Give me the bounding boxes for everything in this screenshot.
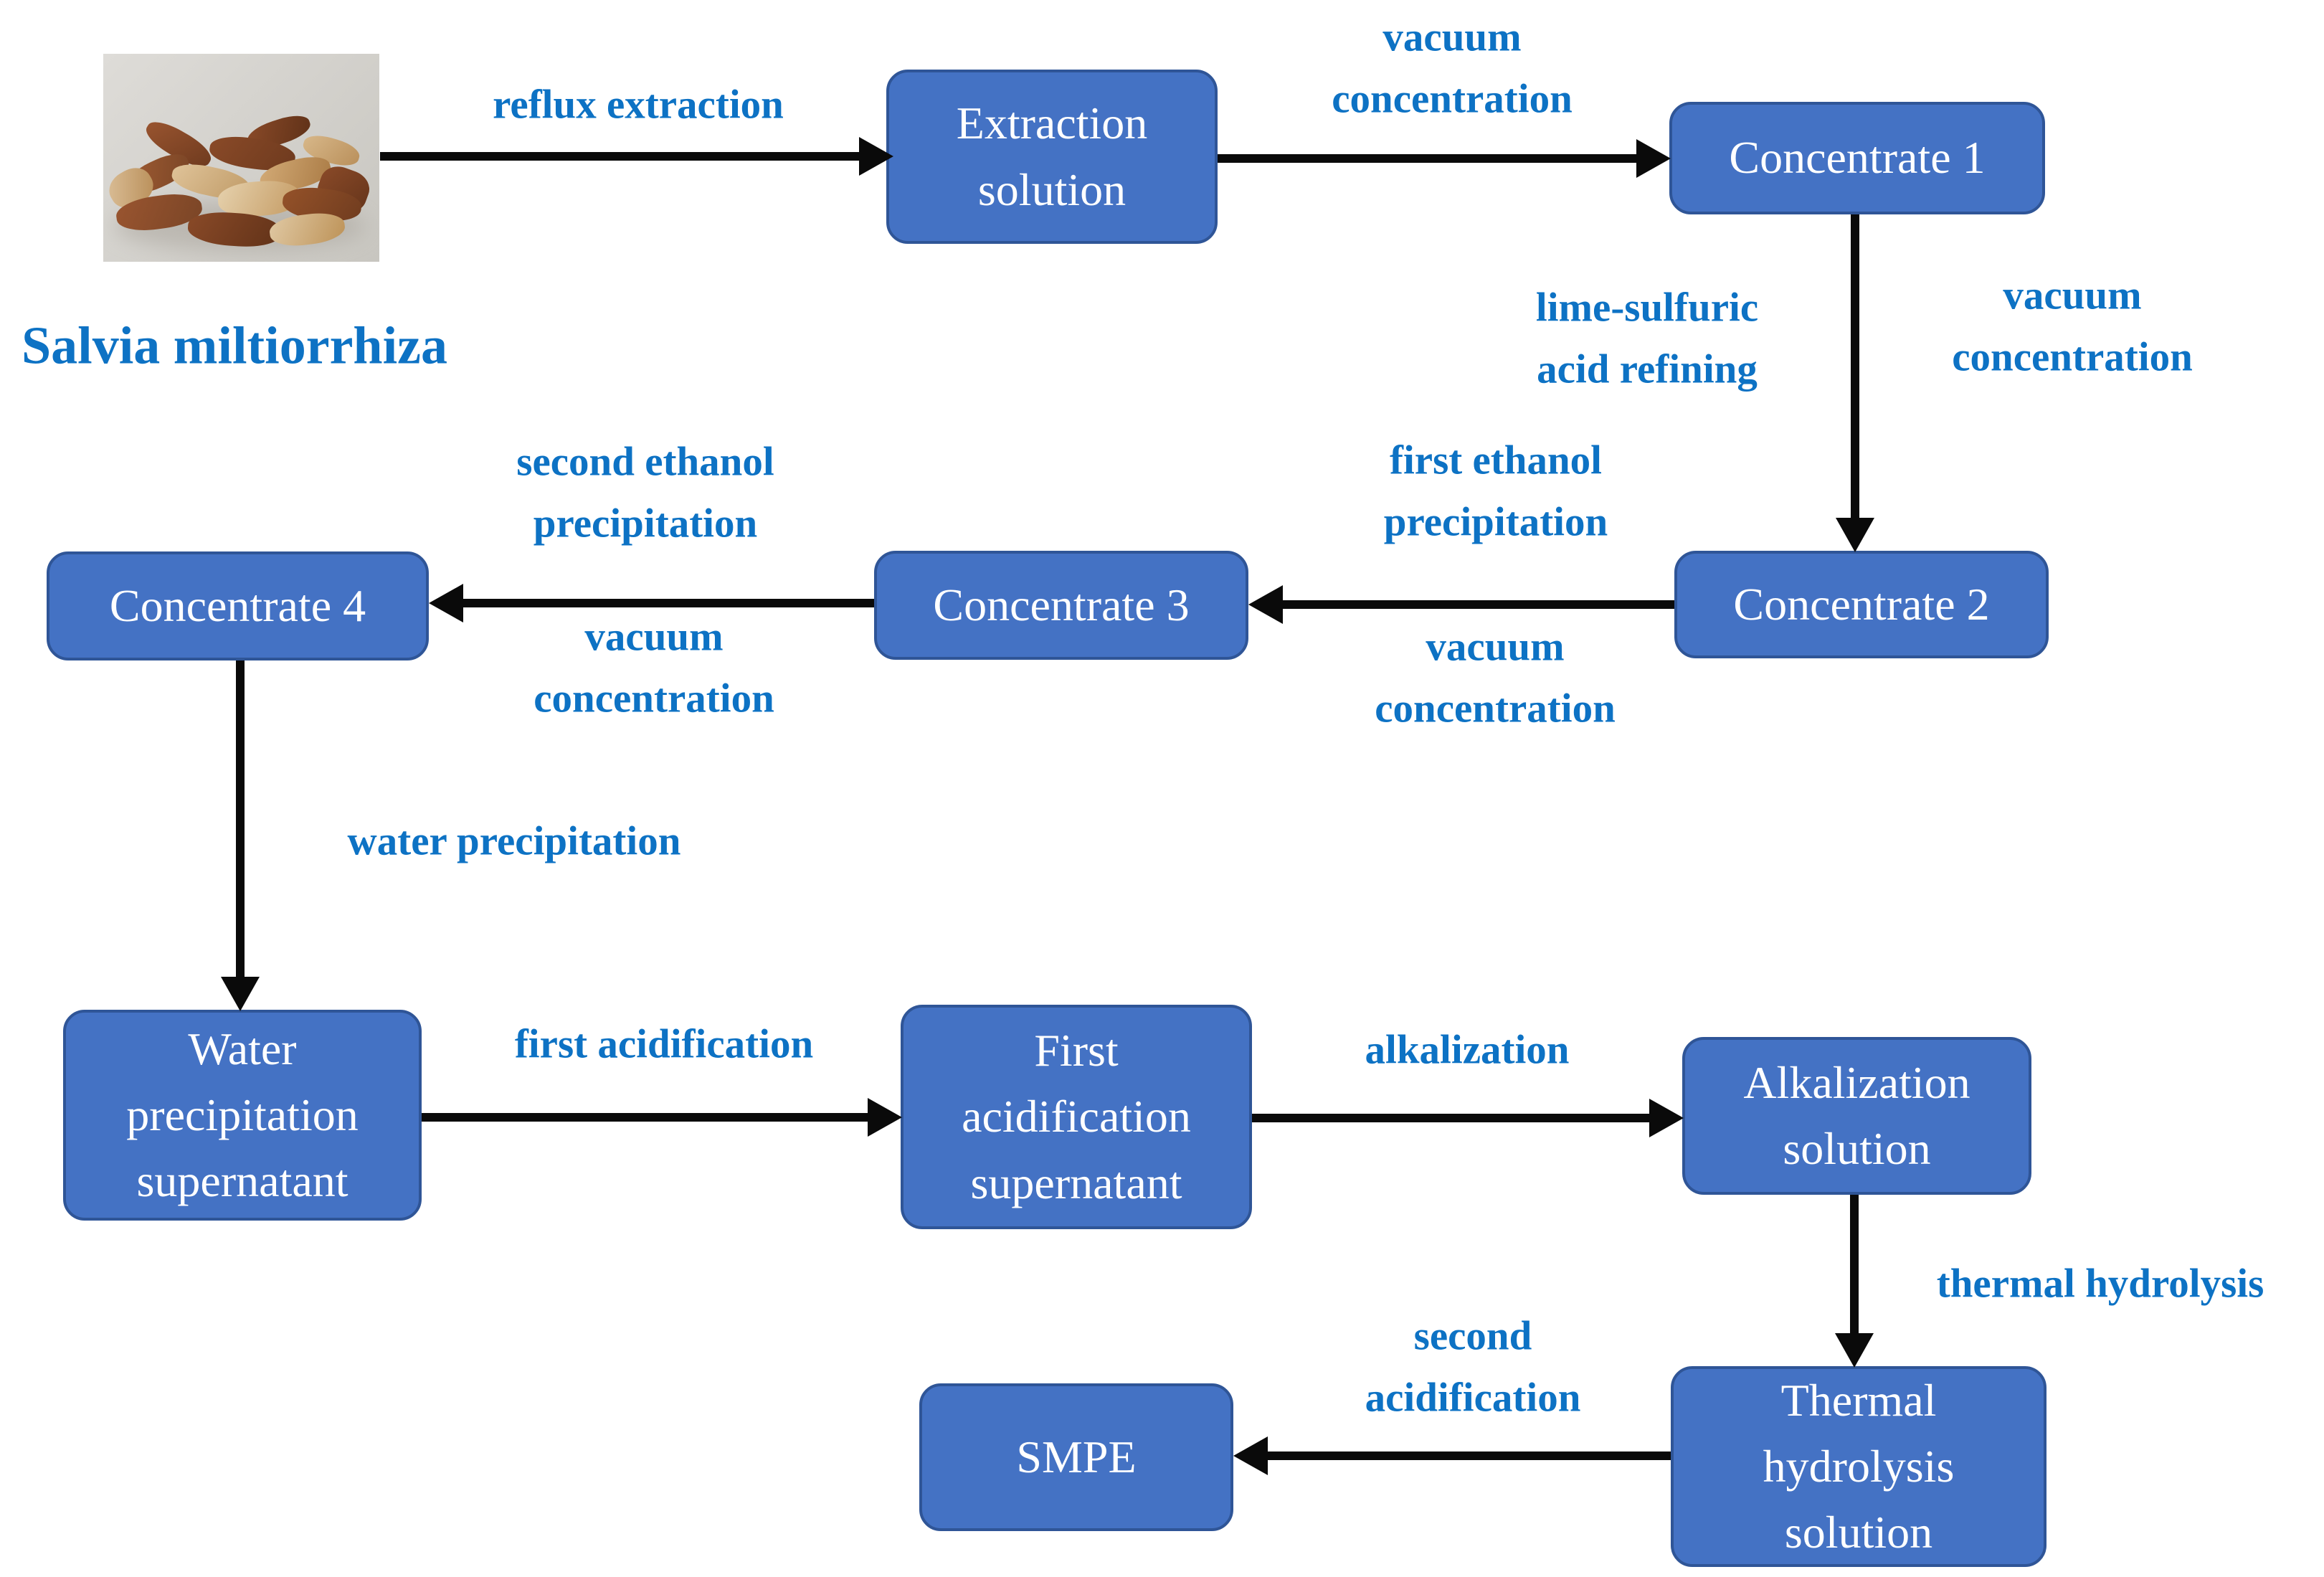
edge-label-vacuum-concentration-4: vacuum concentration xyxy=(533,614,774,721)
arrowhead-thermal-to-smpe xyxy=(1233,1436,1268,1475)
salvia-miltiorrhiza-photo xyxy=(103,54,379,262)
arrowhead-photo-to-extraction xyxy=(859,137,893,176)
edge-label-vacuum-concentration-1: vacuum concentration xyxy=(1332,14,1573,122)
node-label-line: Alkalization xyxy=(1743,1056,1970,1108)
edge-label-first-ethanol-precipitation: first ethanol precipitation xyxy=(1383,437,1608,545)
edge-label-thermal-hydrolysis: thermal hydrolysis xyxy=(1936,1261,2264,1307)
node-concentrate-1: Concentrate 1 xyxy=(1669,102,2045,214)
node-label-line: Water xyxy=(188,1023,297,1074)
node-label-line: acidification xyxy=(962,1091,1191,1142)
arrowhead-extraction-to-concentrate1 xyxy=(1636,139,1671,178)
arrow-firstacid-to-alkalization xyxy=(1252,1114,1649,1122)
edge-label-second-ethanol-precipitation: second ethanol precipitation xyxy=(516,439,774,546)
edge-label-alkalization: alkalization xyxy=(1365,1027,1570,1073)
arrowhead-water-to-firstacid xyxy=(868,1098,902,1137)
arrowhead-concentrate4-to-water xyxy=(221,977,260,1011)
node-thermal-hydrolysis-solution: Thermal hydrolysis solution xyxy=(1671,1366,2046,1567)
node-concentrate-2: Concentrate 2 xyxy=(1674,551,2049,658)
arrowhead-alkalization-to-thermal xyxy=(1835,1333,1874,1368)
node-label-line: Thermal xyxy=(1780,1374,1937,1426)
edge-label-reflux-extraction: reflux extraction xyxy=(493,82,784,128)
node-label-line: First xyxy=(1034,1025,1119,1076)
node-label-line: precipitation xyxy=(126,1089,359,1140)
node-label-line: Extraction xyxy=(956,98,1148,149)
node-label-line: hydrolysis xyxy=(1763,1440,1955,1492)
node-first-acidification-supernatant: First acidification supernatant xyxy=(901,1005,1252,1229)
arrow-concentrate4-to-water xyxy=(236,660,245,977)
arrow-photo-to-extraction xyxy=(380,152,859,161)
arrowhead-concentrate1-to-concentrate2 xyxy=(1836,518,1874,552)
node-label-line: Concentrate 1 xyxy=(1729,132,1986,184)
node-extraction-solution: Extraction solution xyxy=(886,70,1218,244)
arrow-thermal-to-smpe xyxy=(1268,1451,1671,1460)
edge-label-water-precipitation: water precipitation xyxy=(347,818,681,864)
arrow-concentrate2-to-concentrate3 xyxy=(1283,600,1674,609)
node-smpe: SMPE xyxy=(919,1383,1233,1531)
node-label-line: solution xyxy=(1784,1507,1933,1558)
node-label-line: solution xyxy=(1783,1123,1931,1174)
node-water-precipitation-supernatant: Water precipitation supernatant xyxy=(63,1010,422,1221)
salvia-miltiorrhiza-label: Salvia miltiorrhiza xyxy=(22,316,447,376)
edge-label-vacuum-concentration-3: vacuum concentration xyxy=(1375,624,1616,731)
arrowhead-firstacid-to-alkalization xyxy=(1649,1099,1684,1137)
arrowhead-concentrate2-to-concentrate3 xyxy=(1248,585,1283,624)
node-concentrate-4: Concentrate 4 xyxy=(47,551,429,660)
node-label-line: supernatant xyxy=(970,1157,1182,1208)
edge-label-lime-sulfuric-acid-refining: lime-sulfuric acid refining xyxy=(1535,285,1759,392)
node-concentrate-3: Concentrate 3 xyxy=(874,551,1248,660)
node-label-line: supernatant xyxy=(136,1155,348,1207)
arrow-concentrate3-to-concentrate4 xyxy=(463,599,874,607)
node-label-line: solution xyxy=(977,164,1127,215)
node-label-line: Concentrate 3 xyxy=(933,579,1190,630)
arrow-alkalization-to-thermal xyxy=(1850,1195,1859,1333)
node-label-line: SMPE xyxy=(1016,1431,1137,1482)
arrow-water-to-firstacid xyxy=(422,1113,868,1122)
node-label-line: Concentrate 2 xyxy=(1733,578,1990,630)
arrowhead-concentrate3-to-concentrate4 xyxy=(429,584,463,622)
arrow-extraction-to-concentrate1 xyxy=(1218,154,1636,163)
edge-label-second-acidification: second acidification xyxy=(1365,1313,1581,1421)
edge-label-vacuum-concentration-2: vacuum concentration xyxy=(1952,273,2193,380)
edge-label-first-acidification: first acidification xyxy=(514,1021,814,1067)
arrow-concentrate1-to-concentrate2 xyxy=(1851,214,1859,518)
node-alkalization-solution: Alkalization solution xyxy=(1682,1037,2031,1195)
node-label-line: Concentrate 4 xyxy=(109,579,366,631)
